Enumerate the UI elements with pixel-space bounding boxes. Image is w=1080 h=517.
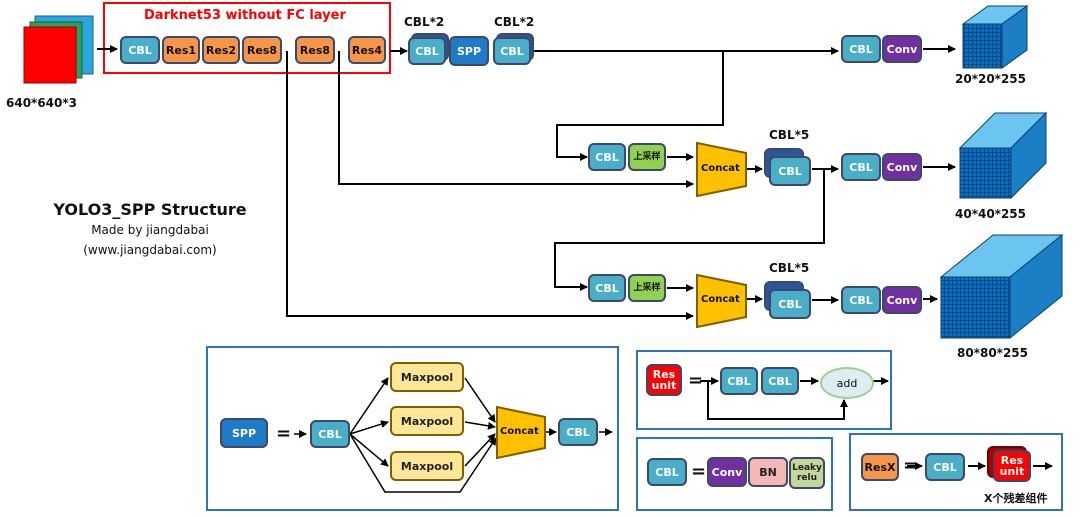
legend-resx-block: ResX (861, 453, 899, 481)
output-cube-80 (939, 233, 1064, 340)
head2-conv: Conv (882, 153, 922, 181)
branch1-cbl5: CBL (769, 156, 811, 186)
cbl2-label-b: CBL*2 (494, 15, 535, 29)
head1-cbl: CBL (841, 35, 881, 63)
concat-shape-1 (696, 141, 747, 198)
legend-bn-block: BN (748, 457, 788, 487)
head3-cbl: CBL (841, 286, 881, 314)
output-label-20: 20*20*255 (955, 72, 1026, 86)
legend-resx-cbl: CBL (925, 453, 965, 481)
backbone-title: Darknet53 without FC layer (144, 8, 346, 23)
legend-unit-text: unit (651, 379, 677, 392)
legend-maxpool-2: Maxpool (390, 406, 464, 436)
legend-resx-panel (849, 433, 1063, 511)
output-label-40: 40*40*255 (955, 207, 1026, 221)
legend-res-equals: = (688, 370, 704, 391)
output-cube-20 (961, 5, 1029, 69)
diagram-title: YOLO3_SPP Structure (53, 200, 247, 219)
legend-res-text: Res (652, 368, 676, 381)
legend-spp-cbl: CBL (310, 420, 350, 448)
spp-branch-cbl-b: CBL (493, 37, 531, 65)
branch1-cbl5-label: CBL*5 (769, 128, 810, 142)
legend-maxpool-3: Maxpool (390, 451, 464, 481)
concat-shape-2 (696, 273, 747, 329)
backbone-frame (103, 2, 391, 74)
legend-cbl-panel (636, 437, 833, 511)
backbone-cbl: CBL (120, 36, 160, 64)
legend-resx-unit-text: unit (999, 465, 1025, 478)
website-line: (www.jiangdabai.com) (83, 243, 217, 257)
head3-conv: Conv (882, 286, 922, 314)
legend-resx-unit: Res unit (993, 450, 1031, 482)
input-image-icon (23, 15, 94, 84)
legend-res-cbl-2: CBL (761, 367, 799, 395)
legend-res-cbl-1: CBL (720, 367, 758, 395)
author-line: Made by jiangdabai (91, 223, 209, 237)
legend-spp-cbl-out: CBL (558, 418, 598, 446)
legend-cbl-equals: = (691, 461, 707, 482)
legend-conv-block: Conv (707, 457, 747, 487)
output-label-80: 80*80*255 (957, 346, 1028, 360)
input-size-label: 640*640*3 (6, 96, 77, 110)
legend-spp-panel (206, 346, 619, 511)
legend-maxpool-1: Maxpool (390, 362, 464, 392)
legend-leaky-text: Leaky (792, 463, 822, 473)
branch1-cbl: CBL (588, 143, 626, 171)
branch1-upsample: 上采样 (628, 143, 666, 171)
legend-leaky-relu-block: Leaky relu (789, 457, 825, 489)
head1-conv: Conv (882, 35, 922, 63)
legend-resx-caption: X个残差组件 (984, 492, 1048, 505)
branch2-cbl5-label: CBL*5 (769, 261, 810, 275)
legend-cbl-block: CBL (647, 458, 687, 486)
branch2-cbl5: CBL (769, 289, 811, 319)
legend-resx-equals: = (903, 455, 919, 476)
legend-resx-res-text: Res (1000, 454, 1024, 467)
spp-branch-cbl-a: CBL (408, 37, 446, 65)
backbone-res8-a: Res8 (242, 36, 282, 64)
legend-spp-block: SPP (220, 418, 268, 448)
branch1-concat-label: Concat (701, 163, 740, 174)
branch2-upsample: 上采样 (628, 274, 666, 302)
spp-block: SPP (449, 36, 489, 66)
branch2-cbl: CBL (588, 274, 626, 302)
cbl2-label-a: CBL*2 (404, 15, 445, 29)
output-cube-40 (958, 111, 1048, 200)
branch2-concat-label: Concat (701, 294, 740, 305)
legend-relu-text: relu (796, 473, 818, 483)
head2-cbl: CBL (841, 153, 881, 181)
backbone-res4: Res4 (348, 36, 386, 64)
legend-res-panel (636, 350, 892, 430)
legend-spp-equals: = (276, 423, 292, 444)
backbone-res2: Res2 (202, 36, 240, 64)
legend-concat-shape (496, 405, 546, 460)
backbone-res8-b: Res8 (295, 36, 335, 64)
backbone-res1: Res1 (162, 36, 200, 64)
legend-concat-label: Concat (500, 426, 539, 437)
legend-add-node: add (820, 367, 874, 399)
legend-res-unit: Res unit (646, 364, 682, 396)
